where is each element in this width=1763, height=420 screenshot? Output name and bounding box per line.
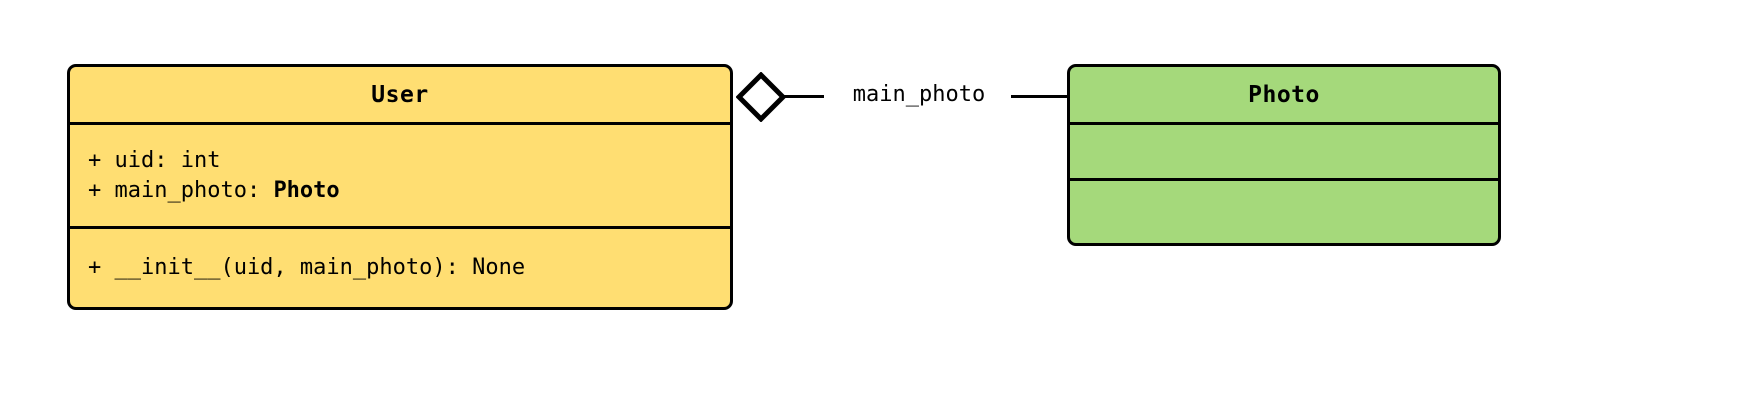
class-box-photo[interactable]: Photo xyxy=(1067,64,1501,246)
class-box-user[interactable]: User + uid: int + main_photo: Photo + __… xyxy=(67,64,733,310)
attribute-main-photo: + main_photo: Photo xyxy=(88,176,712,206)
attribute-uid: + uid: int xyxy=(88,147,221,173)
class-methods-user: + __init__(uid, main_photo): None xyxy=(70,226,730,307)
class-title-user: User xyxy=(371,81,429,108)
association-label: main_photo xyxy=(852,82,986,107)
attribute-main-photo-prefix: + main_photo: xyxy=(88,177,274,203)
class-attributes-user: + uid: int + main_photo: Photo xyxy=(70,122,730,226)
association-line-left xyxy=(784,95,824,98)
class-attributes-photo xyxy=(1070,122,1498,178)
class-title-photo: Photo xyxy=(1248,81,1320,108)
class-methods-photo xyxy=(1070,178,1498,243)
attribute-main-photo-type: Photo xyxy=(273,177,340,203)
method-init: + __init__(uid, main_photo): None xyxy=(88,255,526,280)
association-line-right xyxy=(1011,95,1069,98)
aggregation-diamond-icon xyxy=(736,72,786,122)
